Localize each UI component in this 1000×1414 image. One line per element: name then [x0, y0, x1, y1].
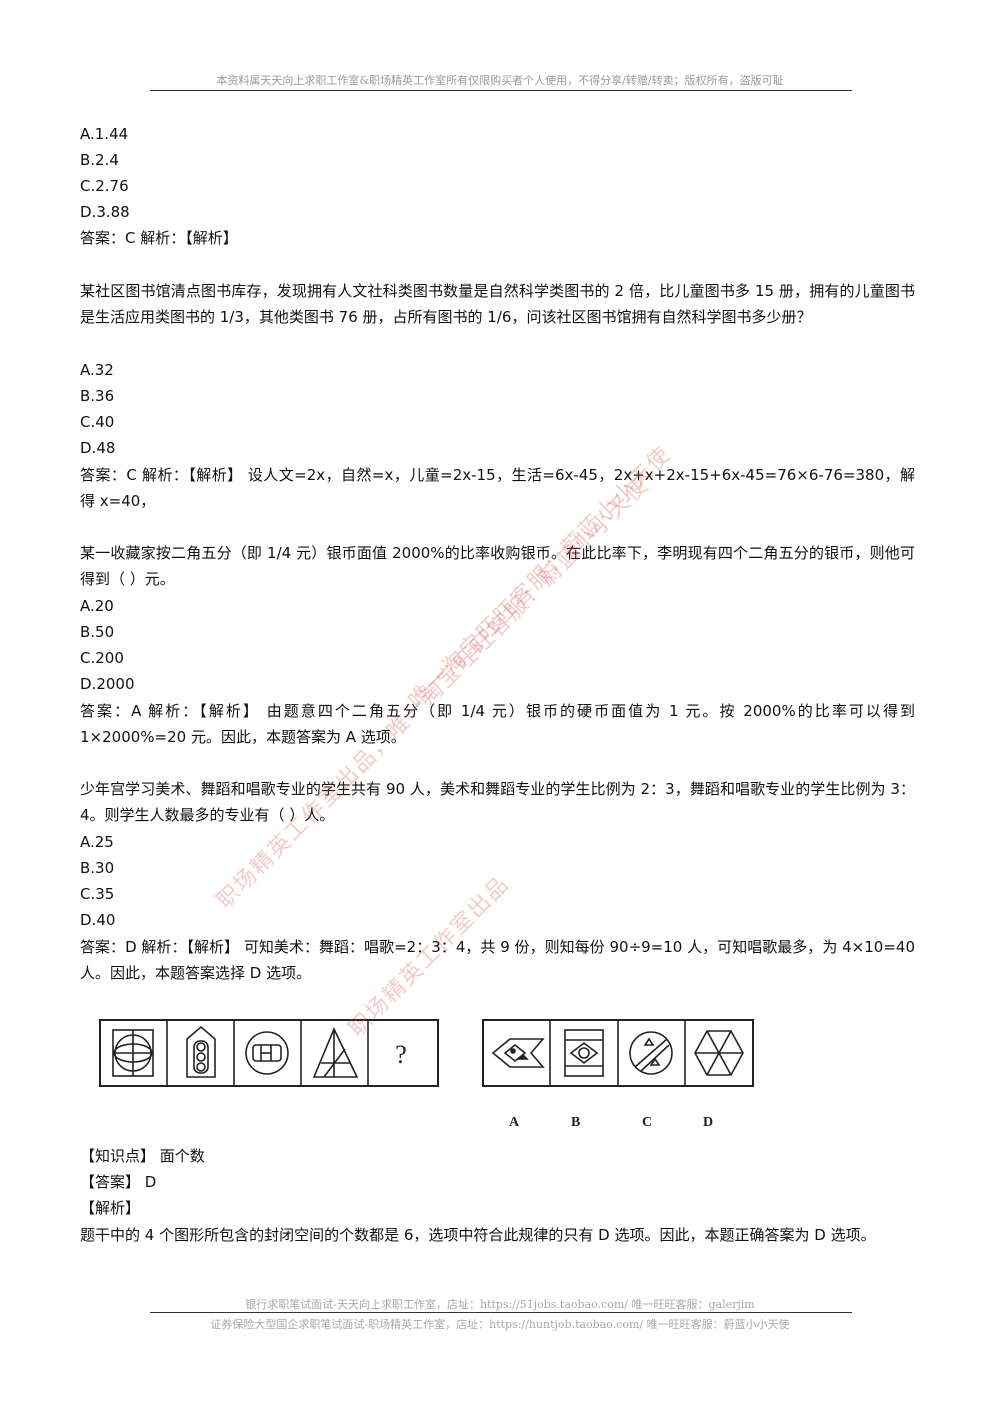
q1-option-d: D.3.88: [80, 203, 130, 221]
q2-stem: 某社区图书馆清点图书库存，发现拥有人文社科类图书数量是自然科学类图书的 2 倍，…: [80, 282, 915, 326]
option-label-c: C: [642, 1115, 653, 1130]
q2-option-d: D.48: [80, 439, 116, 457]
q5-answer: 【答案】 D: [80, 1173, 157, 1191]
option-label-d: D: [703, 1115, 714, 1130]
stem-figure-3: [245, 1031, 289, 1075]
q3-option-a: A.20: [80, 597, 114, 615]
option-label-b: B: [571, 1115, 581, 1130]
watermark-line-2: 职场精英工作室出品，唯一淘宝旺旺客服：蔚蓝小小天使: [212, 471, 655, 914]
q3-answer: 答案：A 解析：【解析】 由题意四个二角五分（即 1/4 元）银币的硬币面值为 …: [80, 702, 915, 746]
q4-option-a: A.25: [80, 833, 114, 851]
q5-analysis-label: 【解析】: [80, 1199, 141, 1217]
q4-stem: 少年宫学习美术、舞蹈和唱歌专业的学生共有 90 人，美术和舞蹈专业的学生比例为 …: [80, 780, 915, 824]
q5-analysis: 题干中的 4 个图形所包含的封闭空间的个数都是 6，选项中符合此规律的只有 D …: [80, 1226, 876, 1244]
option-figure-b: [564, 1029, 604, 1077]
stem-figure-2: [186, 1025, 216, 1078]
q1-option-b: B.2.4: [80, 151, 119, 169]
question-mark: ?: [395, 1040, 407, 1069]
q1-answer: 答案：C 解析：【解析】: [80, 229, 238, 247]
stem-figure-row: [99, 1019, 439, 1087]
q5-knowledge-point: 【知识点】 面个数: [80, 1147, 205, 1165]
page-header: 本资料属天天向上求职工作室&职场精英工作室所有仅限购买者个人使用，不得分享/转赠…: [216, 74, 784, 87]
q2-option-c: C.40: [80, 413, 115, 431]
option-figure-row: [482, 1019, 754, 1087]
q2-option-a: A.32: [80, 361, 114, 379]
footer-rule: [150, 1312, 852, 1313]
q4-answer: 答案：D 解析：【解析】 可知美术：舞蹈：唱歌=2：3：4，共 9 份，则知每份…: [80, 938, 915, 982]
q4-option-c: C.35: [80, 885, 115, 903]
q3-option-c: C.200: [80, 649, 124, 667]
q4-option-d: D.40: [80, 911, 116, 929]
option-figure-a: [491, 1038, 545, 1068]
stem-figure-1: [112, 1029, 154, 1077]
option-figure-c: [629, 1031, 673, 1075]
q1-option-c: C.2.76: [80, 177, 129, 195]
header-rule: [150, 90, 852, 91]
q3-option-d: D.2000: [80, 675, 135, 693]
option-label-a: A: [509, 1115, 520, 1130]
q2-answer: 答案：C 解析：【解析】 设人文=2x，自然=x，儿童=2x-15，生活=6x-…: [80, 466, 915, 510]
q3-option-b: B.50: [80, 623, 115, 641]
q1-option-a: A.1.44: [80, 125, 129, 143]
footer-line-1: 银行求职笔试面试-天天向上求职工作室，店址：https://51jobs.tao…: [245, 1298, 755, 1311]
stem-figure-4: [312, 1027, 359, 1078]
q2-option-b: B.36: [80, 387, 115, 405]
option-figure-d: [694, 1030, 744, 1076]
footer-line-2: 证券保险大型国企求职笔试面试-职场精英工作室，店址：https://huntjo…: [210, 1318, 790, 1331]
q4-option-b: B.30: [80, 859, 115, 877]
q3-stem: 某一收藏家按二角五分（即 1/4 元）银币面值 2000%的比率收购银币。在此比…: [80, 544, 915, 588]
q5-figure: ?: [99, 1019, 754, 1087]
stem-figure-frame: [99, 1019, 439, 1087]
